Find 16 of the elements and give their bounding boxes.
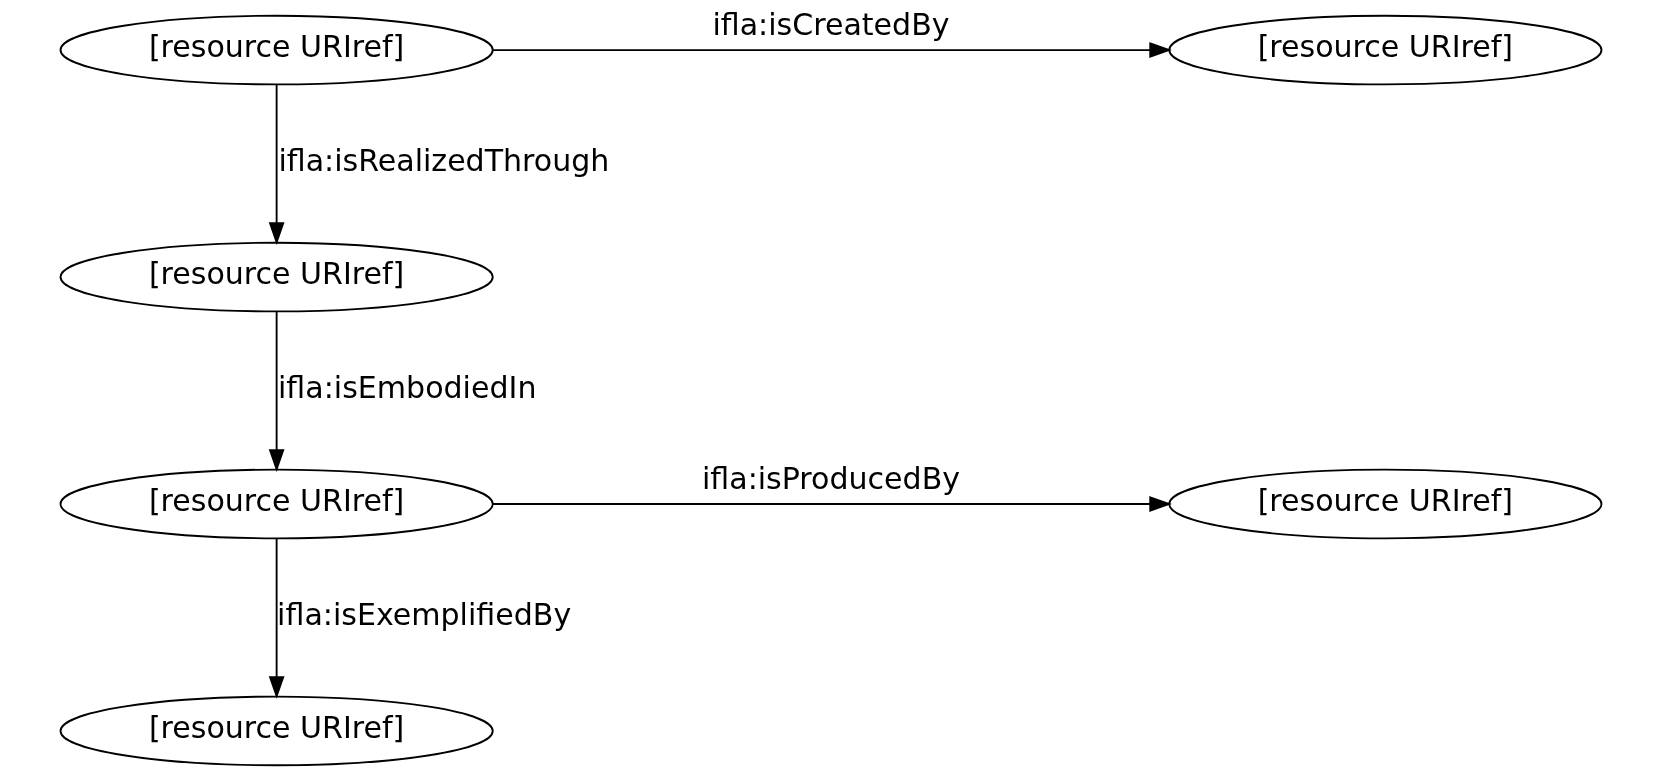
edge-label: ifla:isExemplifiedBy [276,596,571,632]
node-ellipse: [resource URIref] [1167,14,1602,86]
arrow [268,310,285,472]
node-ellipse: [resource URIref] [59,241,494,313]
arrow [491,42,1172,58]
node-ellipse: [resource URIref] [1167,468,1602,540]
arrow [268,537,285,699]
arrow [491,496,1172,512]
edge-label: ifla:isRealizedThrough [277,142,609,178]
edge-label: ifla:isProducedBy [701,460,960,496]
node-ellipse: [resource URIref] [59,695,494,767]
edge-label: ifla:isEmbodiedIn [277,369,536,405]
edge-label: ifla:isCreatedBy [711,6,950,42]
node-ellipse: [resource URIref] [59,468,494,540]
arrow [268,83,285,245]
node-ellipse: [resource URIref] [59,14,494,86]
